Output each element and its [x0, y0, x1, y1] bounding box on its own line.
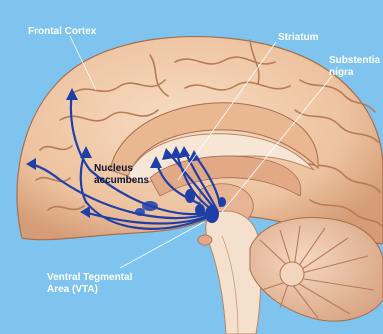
- label-vta-line1: Ventral Tegmental: [47, 272, 132, 284]
- label-vta-line2: Area (VTA): [47, 284, 132, 296]
- label-substantia-nigra: Substentia nigra: [329, 55, 380, 79]
- label-frontal-cortex: Frontal Cortex: [28, 26, 96, 38]
- label-nucleus-accumbens-line2: accumbens: [94, 175, 149, 187]
- pituitary: [198, 235, 212, 245]
- label-substantia-nigra-line2: nigra: [329, 67, 380, 79]
- label-nucleus-accumbens-line1: Nucleus: [94, 163, 149, 175]
- label-vta: Ventral Tegmental Area (VTA): [47, 272, 132, 296]
- label-striatum: Striatum: [278, 32, 319, 44]
- label-nucleus-accumbens: Nucleus accumbens: [94, 163, 149, 187]
- label-substantia-nigra-line1: Substentia: [329, 55, 380, 67]
